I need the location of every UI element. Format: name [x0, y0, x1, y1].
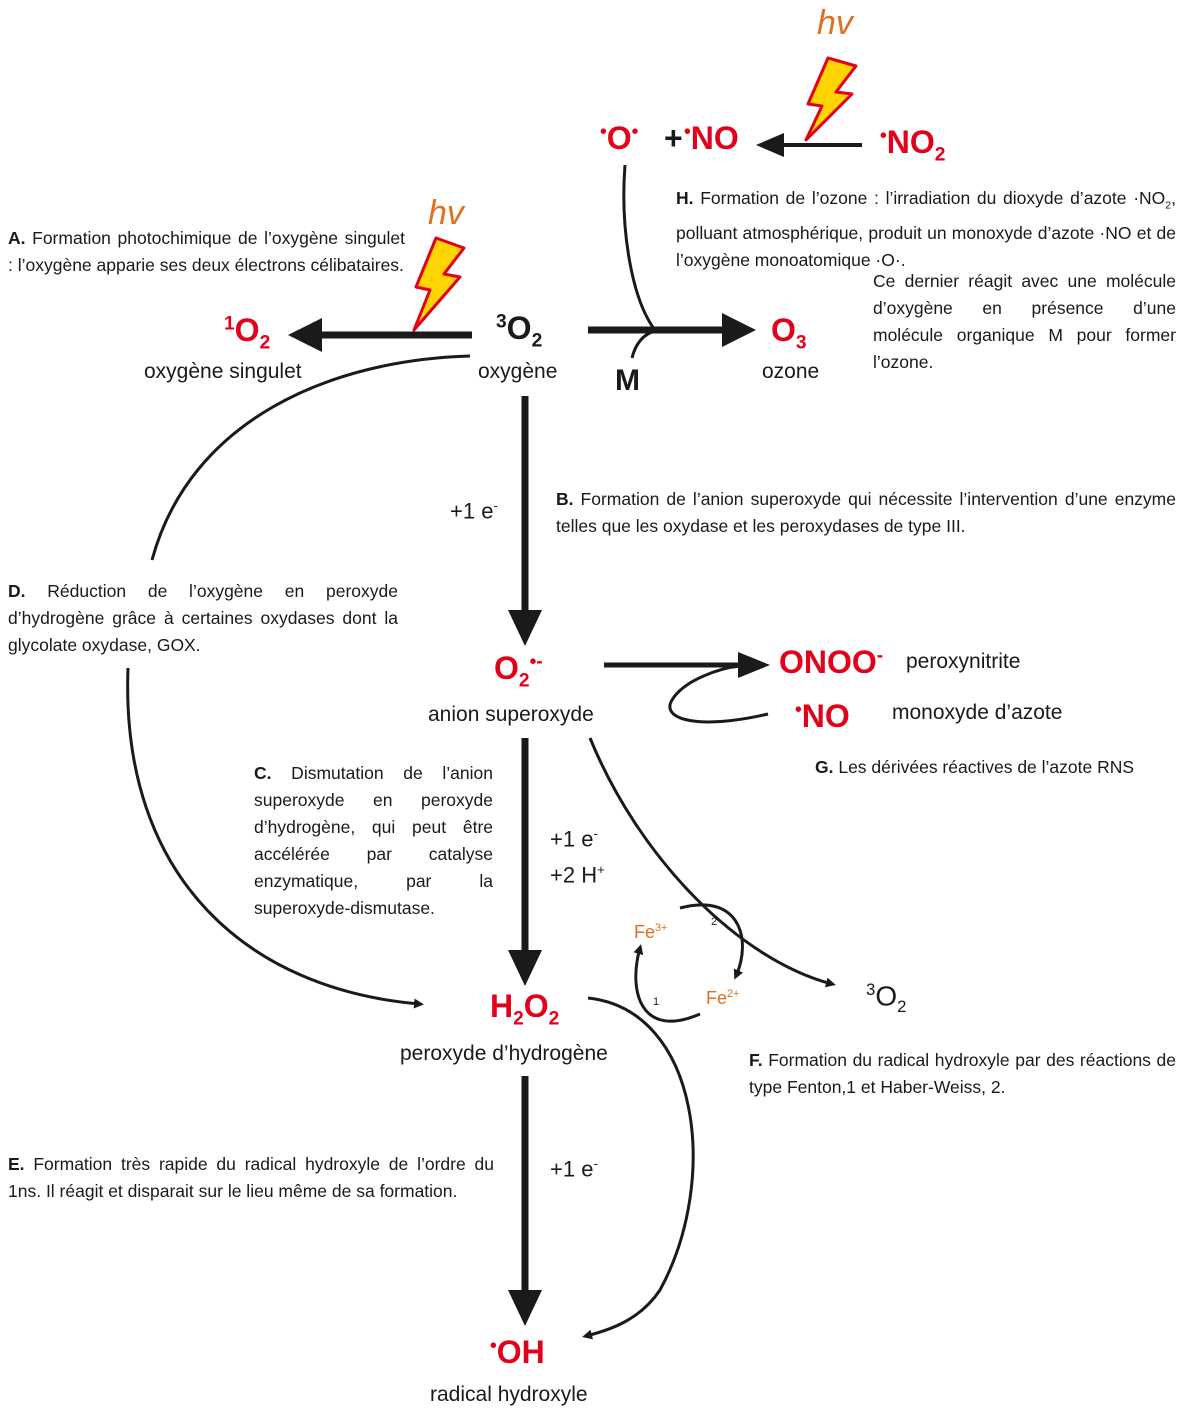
curve-fe-2: [679, 903, 744, 980]
curve-m: [630, 328, 661, 359]
o-atom: •O•: [600, 120, 639, 156]
plus-sign: +: [664, 120, 683, 156]
arrowhead-ozone: [722, 313, 756, 347]
hydroxyl-label: radical hydroxyle: [430, 1383, 588, 1406]
ozone-label: ozone: [762, 360, 820, 383]
curve-fe-1: [633, 944, 701, 1023]
note-e: E. Formation très rapide du radical hydr…: [8, 1154, 494, 1201]
arrowhead-b: [508, 610, 542, 646]
arrowhead-no2: [756, 133, 784, 157]
note-g: G. Les dérivées réactives de l’azote RNS: [815, 757, 1135, 777]
triplet-oxygen-label: oxygène: [478, 360, 558, 383]
ozone: O3: [771, 312, 807, 354]
iron-2: Fe2+: [706, 988, 740, 1008]
nitrogen-dioxide: •NO2: [880, 124, 946, 166]
singlet-oxygen: 1O2: [224, 312, 271, 354]
cycle-label-2: 2: [711, 916, 718, 928]
note-f: F. Formation du radical hydroxyle par de…: [749, 1050, 1176, 1097]
step-c-proton: +2 H+: [550, 862, 605, 888]
step-e-electron: +1 e-: [550, 1156, 598, 1182]
note-h: H. Formation de l’ozone : l’irradiation …: [676, 188, 1176, 270]
curve-no: [668, 664, 769, 724]
curve-d-bottom: [126, 667, 424, 1009]
hydroxyl-radical: •OH: [490, 1334, 545, 1370]
arrowhead-c: [508, 950, 542, 986]
curve-o-atom: [622, 164, 657, 331]
hydrogen-peroxide-label: peroxyde d’hydrogène: [400, 1042, 608, 1065]
superoxide-anion: O2•-: [494, 650, 543, 692]
nitric-oxide: •NO: [795, 698, 850, 734]
nitric-oxide-product: •NO: [684, 120, 739, 156]
note-b: B. Formation de l’anion superoxyde qui n…: [556, 489, 1176, 536]
curve-f: [588, 737, 836, 988]
iron-3: Fe3+: [634, 922, 668, 942]
step-b-electron: +1 e-: [450, 498, 498, 524]
organic-molecule-m: M: [615, 364, 640, 397]
nitric-oxide-label: monoxyde d’azote: [892, 701, 1063, 724]
note-c: C. Dismutation de l’anion superoxyde en …: [254, 763, 493, 918]
note-a: A. Formation photochimique de l’oxygène …: [8, 228, 405, 275]
arrowhead-e: [508, 1290, 542, 1326]
superoxide-label: anion superoxyde: [428, 703, 594, 726]
arrowhead-singlet: [288, 318, 322, 352]
triplet-oxygen-product: 3O2: [866, 980, 907, 1016]
step-c-electron: +1 e-: [550, 826, 598, 852]
hydrogen-peroxide: H2O2: [490, 988, 560, 1030]
hv-label-left: hv: [428, 194, 464, 232]
lightning-bolt-left: [412, 236, 466, 332]
cycle-label-1: 1: [653, 996, 660, 1008]
peroxynitrite-label: peroxynitrite: [906, 650, 1021, 673]
singlet-oxygen-label: oxygène singulet: [144, 360, 302, 383]
hv-label-top: hv: [817, 4, 853, 42]
peroxynitrite: ONOO-: [779, 644, 884, 680]
curve-h2o2-oh: [582, 996, 695, 1340]
triplet-oxygen: 3O2: [496, 310, 543, 352]
arrowhead-g: [738, 652, 770, 678]
curve-d-top: [150, 354, 471, 561]
lightning-bolt-top: [804, 56, 858, 142]
note-h-continued: Ce dernier réagit avec une molécule d’ox…: [873, 271, 1176, 372]
note-d: D. Réduction de l’oxygène en peroxyde d’…: [8, 581, 398, 655]
